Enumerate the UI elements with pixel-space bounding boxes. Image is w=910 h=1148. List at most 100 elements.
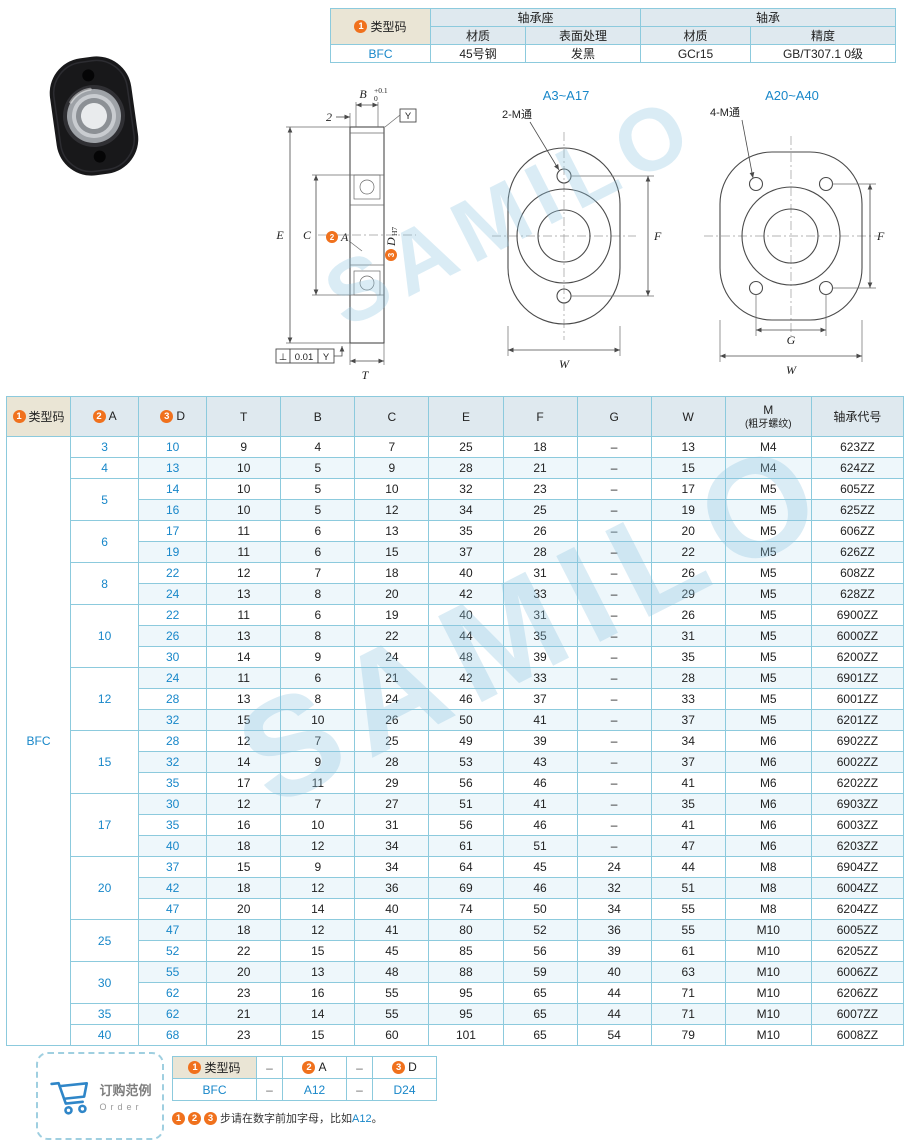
col-e-cell: 95 — [428, 1003, 504, 1025]
col-c-cell: 26 — [354, 709, 430, 731]
bearing-code-cell: 6001ZZ — [810, 688, 905, 710]
col-e-cell: 50 — [428, 709, 504, 731]
col-f-cell: 41 — [502, 793, 578, 815]
perpendicularity-icon: ⊥ — [279, 352, 287, 363]
col-g-cell: 40 — [576, 961, 652, 983]
col-f-cell: 33 — [502, 667, 578, 689]
col-e-cell: 64 — [428, 856, 504, 878]
col-m-cell: M8 — [724, 856, 812, 878]
bearing-code-cell: 6003ZZ — [810, 814, 905, 836]
bearing-code-cell: 6004ZZ — [810, 877, 905, 899]
front-view-2hole-drawing: A3~A17 2-M通 F W — [492, 88, 662, 371]
cart-icon — [50, 1081, 89, 1115]
col-b-cell: 9 — [280, 751, 356, 773]
bearing-code-cell: 6205ZZ — [810, 940, 905, 962]
col-t-cell: 11 — [206, 541, 282, 563]
order-example-subtitle: Order — [99, 1102, 143, 1112]
col-m-cell: M5 — [724, 709, 812, 731]
col-c-cell: 60 — [354, 1024, 430, 1046]
col-b-cell: 9 — [280, 856, 356, 878]
col-g-cell: – — [576, 604, 652, 626]
col-header-e: E — [428, 396, 504, 437]
range-label-a3-a17: A3~A17 — [543, 88, 590, 103]
col-w-cell: 51 — [650, 877, 726, 899]
col-header-t: T — [206, 396, 282, 437]
col-c-cell: 55 — [354, 982, 430, 1004]
col-t-cell: 22 — [206, 940, 282, 962]
col-w-cell: 26 — [650, 562, 726, 584]
col-t-cell: 9 — [206, 436, 282, 458]
bearing-code-cell: 6902ZZ — [810, 730, 905, 752]
a-value-cell: 5 — [70, 478, 140, 521]
col-header-bearing-code: 轴承代号 — [810, 396, 905, 437]
col-g-cell: – — [576, 751, 652, 773]
bearing-code-cell: 6202ZZ — [810, 772, 905, 794]
col-g-cell: 34 — [576, 898, 652, 920]
d-value-cell: 62 — [138, 1003, 208, 1025]
bearing-code-cell: 6201ZZ — [810, 709, 905, 731]
col-f-cell: 23 — [502, 478, 578, 500]
col-t-cell: 13 — [206, 688, 282, 710]
col-c-cell: 10 — [354, 478, 430, 500]
col-b-cell: 13 — [280, 961, 356, 983]
col-e-cell: 40 — [428, 562, 504, 584]
col-w-cell: 71 — [650, 1003, 726, 1025]
col-g-cell: – — [576, 436, 652, 458]
col-e-cell: 48 — [428, 646, 504, 668]
col-g-cell: – — [576, 499, 652, 521]
col-header-w: W — [650, 396, 726, 437]
type-code-value: BFC — [330, 44, 431, 63]
col-g-cell: 39 — [576, 940, 652, 962]
col-b-cell: 10 — [280, 709, 356, 731]
precision-header: 精度 — [750, 26, 896, 45]
col-b-cell: 15 — [280, 1024, 356, 1046]
col-t-cell: 18 — [206, 835, 282, 857]
badge-1-icon: 1 — [188, 1061, 202, 1075]
d-value-cell: 62 — [138, 982, 208, 1004]
col-f-cell: 43 — [502, 751, 578, 773]
badge-3-icon: 3 — [204, 1111, 217, 1125]
bearing-code-cell: 625ZZ — [810, 499, 905, 521]
bearing-code-cell: 6005ZZ — [810, 919, 905, 941]
dim-b-tol-lower: 0 — [374, 94, 378, 103]
surface-treatment-value: 发黑 — [525, 44, 641, 63]
bearing-code-cell: 6901ZZ — [810, 667, 905, 689]
surface-treatment-header: 表面处理 — [525, 26, 641, 45]
d-value-cell: 24 — [138, 583, 208, 605]
col-header-m-label: M — [763, 403, 774, 417]
col-f-cell: 65 — [502, 1003, 578, 1025]
bearing-code-cell: 6007ZZ — [810, 1003, 905, 1025]
front-view-4hole-drawing: A20~A40 4-M通 F G W — [704, 88, 885, 377]
a-value-cell: 40 — [70, 1024, 140, 1046]
bearing-code-cell: 623ZZ — [810, 436, 905, 458]
col-f-cell: 31 — [502, 562, 578, 584]
order-type-label: 类型码 — [204, 1061, 241, 1075]
d-value-cell: 40 — [138, 835, 208, 857]
col-e-cell: 40 — [428, 604, 504, 626]
col-b-cell: 15 — [280, 940, 356, 962]
col-header-m: M (粗牙螺纹) — [724, 396, 812, 437]
col-w-cell: 13 — [650, 436, 726, 458]
col-c-cell: 29 — [354, 772, 430, 794]
dim-f-label: F — [876, 229, 885, 243]
a-value-cell: 10 — [70, 604, 140, 668]
d-value-cell: 47 — [138, 898, 208, 920]
bearing-code-cell: 6203ZZ — [810, 835, 905, 857]
order-dash: – — [346, 1056, 373, 1079]
col-b-cell: 4 — [280, 436, 356, 458]
order-d-value: D24 — [372, 1078, 437, 1101]
dim-d-fit-label: H7 — [390, 227, 399, 236]
col-e-cell: 56 — [428, 772, 504, 794]
col-w-cell: 20 — [650, 520, 726, 542]
col-e-cell: 35 — [428, 520, 504, 542]
col-t-cell: 13 — [206, 625, 282, 647]
bearing-code-cell: 606ZZ — [810, 520, 905, 542]
bearing-seat-header: 轴承座 — [430, 8, 641, 27]
badge-1-icon: 1 — [12, 410, 26, 424]
col-t-cell: 17 — [206, 772, 282, 794]
